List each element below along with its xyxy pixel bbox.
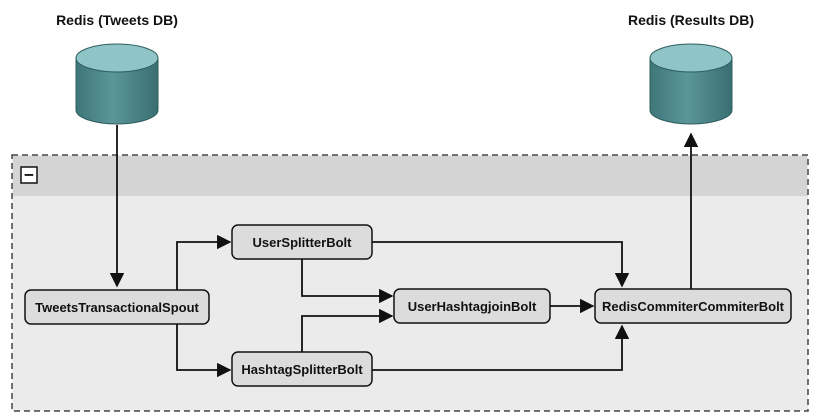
node-label: UserSplitterBolt (253, 235, 353, 250)
collapse-button[interactable]: − (20, 165, 38, 184)
edge-spout-to-hashtag-splitter (176, 324, 232, 378)
database-icon (649, 43, 733, 125)
node-label: TweetsTransactionalSpout (35, 300, 199, 315)
edge-user-splitter-to-join (301, 259, 394, 304)
database-icon (75, 43, 159, 125)
edge-spout-to-user-splitter (176, 234, 232, 290)
node-label: UserHashtagjoinBolt (408, 299, 537, 314)
connectors (109, 125, 699, 378)
collapse-box (20, 166, 38, 184)
edge-user-splitter-to-committer (372, 241, 630, 288)
tweets-db-label: Redis (Tweets DB) (56, 12, 178, 28)
node-label: RedisCommiterCommiterBolt (602, 299, 785, 314)
results-db-label: Redis (Results DB) (628, 12, 754, 28)
node-label: HashtagSplitterBolt (241, 362, 363, 377)
node-user-hashtag-join-bolt[interactable]: UserHashtagjoinBolt (393, 288, 551, 324)
edge-hashtag-splitter-to-committer (372, 324, 630, 371)
results-db: Redis (Results DB) (628, 12, 754, 125)
node-tweets-transactional-spout[interactable]: TweetsTransactionalSpout (24, 289, 210, 325)
tweets-db: Redis (Tweets DB) (56, 12, 178, 125)
node-user-splitter-bolt[interactable]: UserSplitterBolt (231, 224, 373, 260)
container-header (13, 156, 807, 196)
container-frame (11, 154, 809, 412)
collapse-icon: − (24, 165, 34, 184)
topology-container: − (11, 154, 809, 412)
edge-hashtag-splitter-to-join (301, 308, 394, 352)
node-redis-commiter-bolt[interactable]: RedisCommiterCommiterBolt (594, 288, 792, 324)
node-hashtag-splitter-bolt[interactable]: HashtagSplitterBolt (231, 351, 373, 387)
